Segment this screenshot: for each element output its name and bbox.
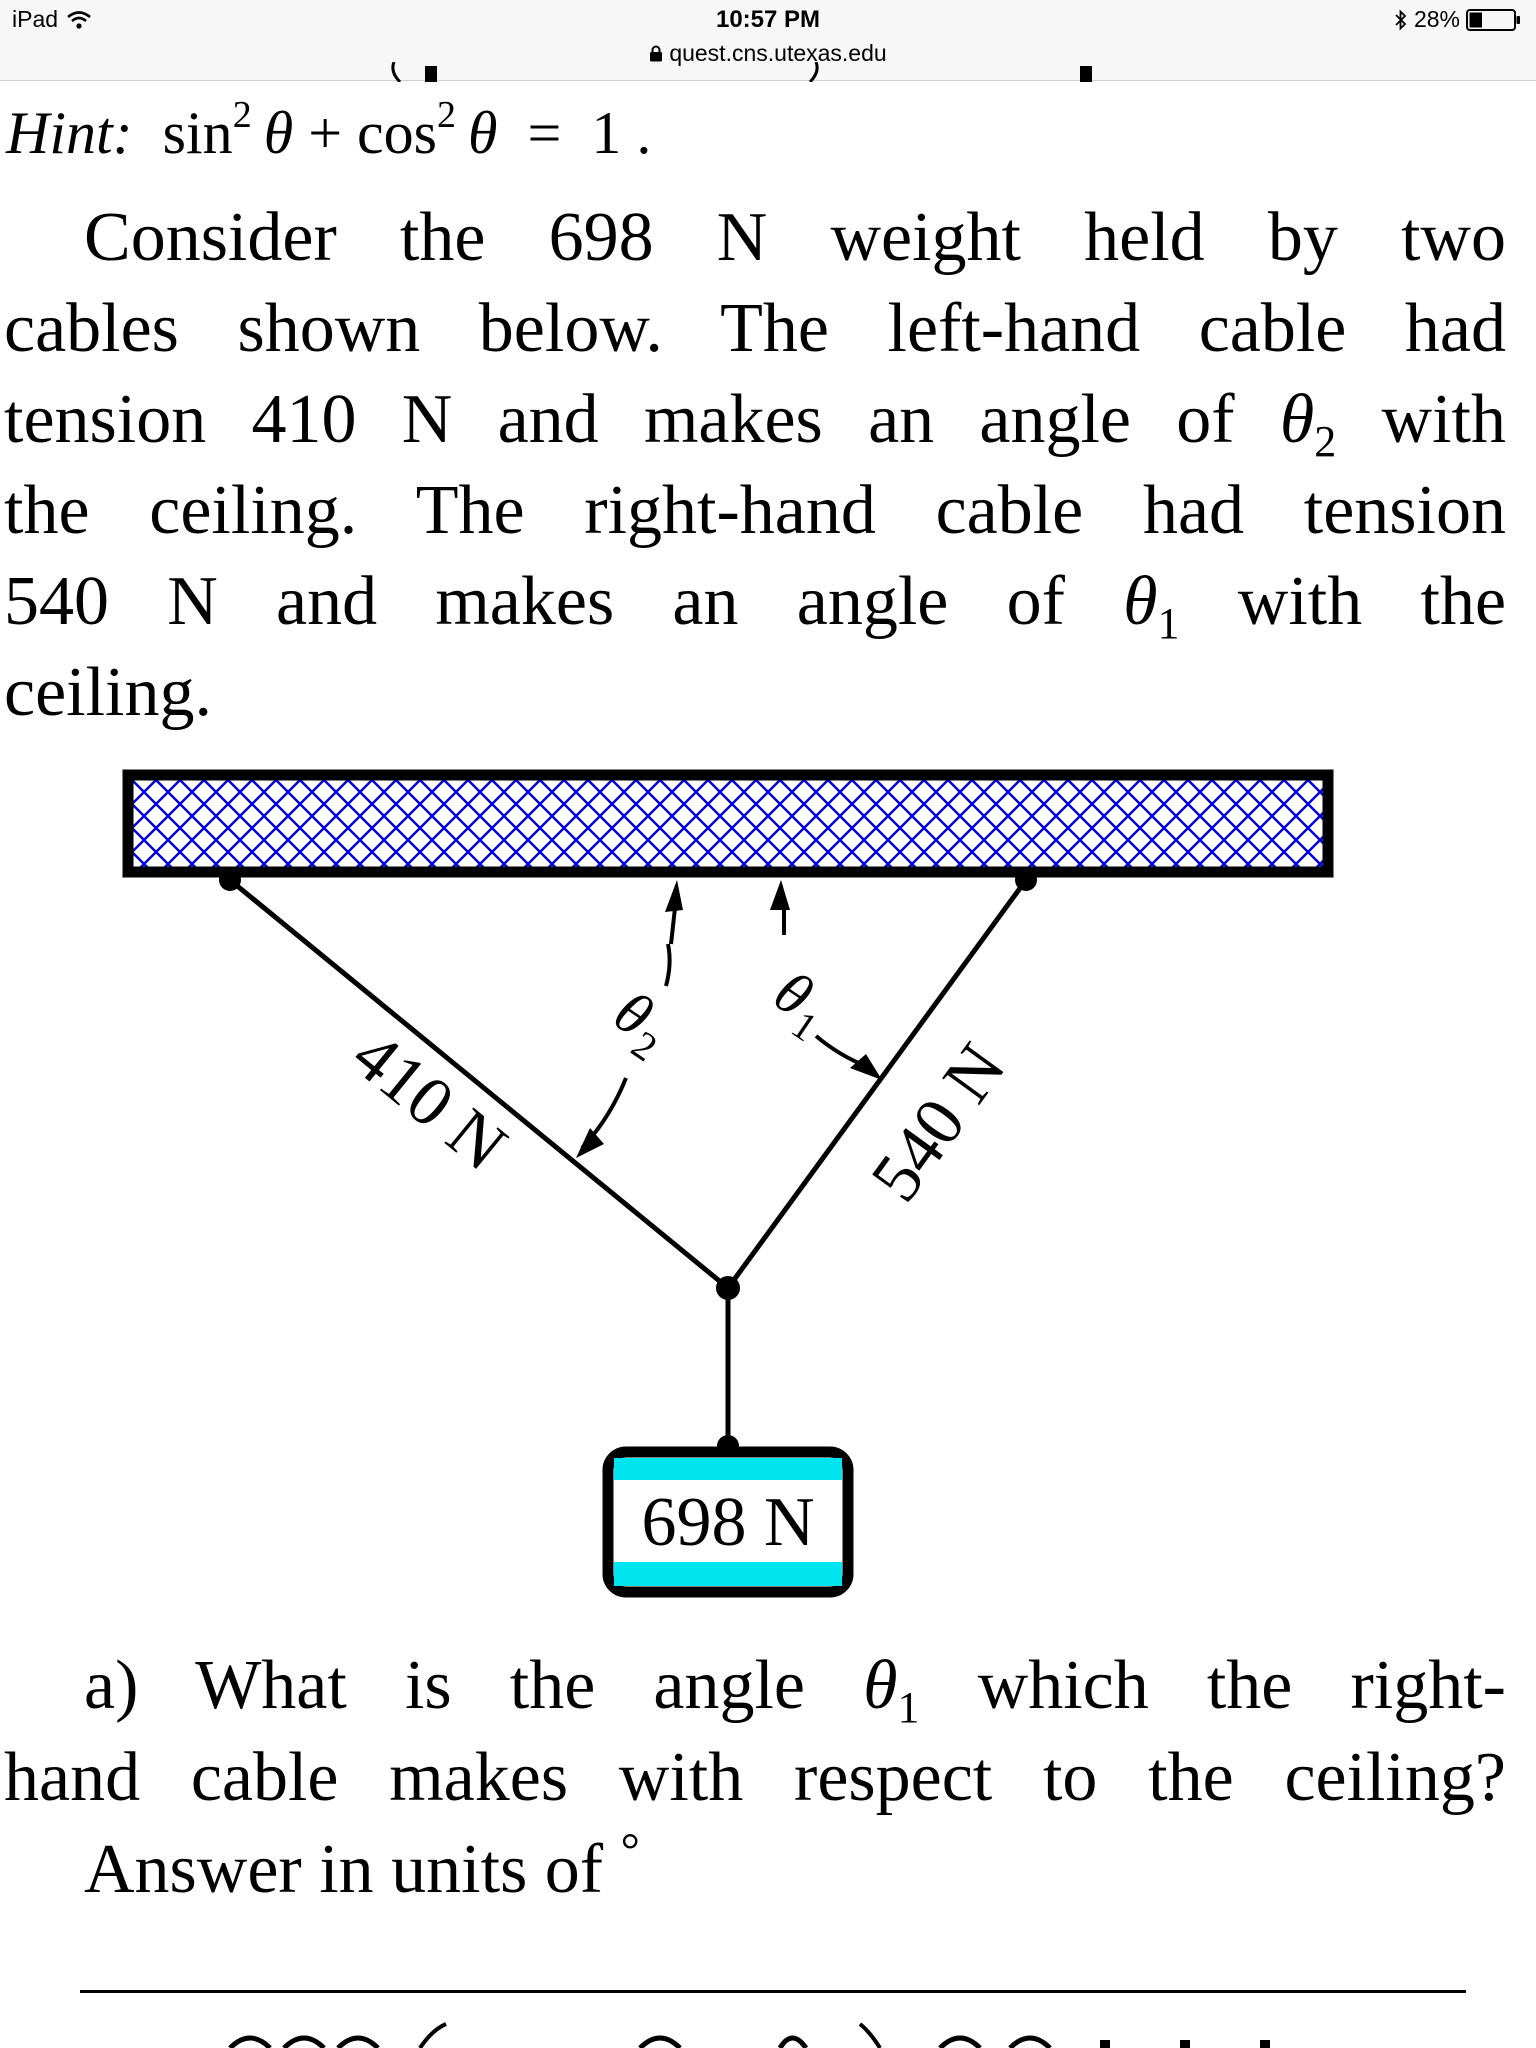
left-cable	[228, 878, 730, 1290]
theta2-label: θ 2	[603, 978, 666, 1070]
right-cable	[725, 878, 1029, 1290]
status-right: 28%	[1394, 6, 1522, 33]
device-name: iPad	[12, 6, 59, 32]
hint-equals: =	[527, 100, 562, 166]
problem-line-5: 540 N and makes an angle of θ1 with the	[4, 556, 1506, 647]
question-line-3: Answer in units of °	[4, 1824, 1506, 1916]
status-left: iPad	[12, 6, 92, 33]
theta2-angle-marker	[576, 880, 683, 1158]
question-theta1-sub: 1	[897, 1683, 920, 1732]
battery-icon	[1466, 8, 1520, 31]
problem-theta1-sub: 1	[1157, 599, 1180, 648]
hint-exp2: 2	[437, 94, 457, 136]
problem-theta2-sub: 2	[1314, 417, 1337, 466]
hint-theta2: θ	[468, 100, 498, 166]
question-line-2: hand cable makes with respect to the cei…	[4, 1739, 1506, 1816]
hint-cos: cos	[357, 100, 438, 166]
problem-line-3a: tension 410 N and makes an angle of	[4, 381, 1235, 458]
problem-line-3: tension 410 N and makes an angle of θ2 w…	[4, 374, 1506, 465]
clipped-next-line	[228, 2022, 1270, 2048]
problem-line-2: cables shown below. The left-hand cable …	[4, 290, 1506, 367]
problem-theta1: θ	[1123, 563, 1158, 640]
problem-line-3c: with	[1381, 381, 1506, 458]
problem-line-5c: with the	[1237, 563, 1507, 640]
right-tension-label: 540 N	[857, 1030, 1021, 1215]
degree-symbol: °	[620, 1824, 640, 1877]
ceiling	[122, 769, 1334, 878]
question-line-1: a) What is the angle θ1 which the right-	[4, 1640, 1506, 1732]
hint-rhs: 1 .	[591, 100, 652, 166]
problem-line-4: the ceiling. The right-hand cable had te…	[4, 472, 1506, 549]
weight-label: 698 N	[641, 1484, 814, 1561]
question-a: a) What is the angle θ1 which the right-…	[4, 1640, 1506, 1916]
bluetooth-icon	[1395, 8, 1407, 31]
problem-theta2: θ	[1279, 381, 1315, 458]
lock-icon	[650, 45, 663, 62]
theta1-angle-marker	[770, 880, 882, 1080]
hint-sin: sin	[162, 100, 233, 166]
hint-theta1: θ	[263, 100, 294, 166]
question-line-3a: Answer in units of	[84, 1831, 604, 1908]
hint-exp1: 2	[232, 94, 252, 136]
question-line-1a: a) What is the angle	[84, 1647, 805, 1724]
problem-line-6: ceiling.	[4, 654, 212, 731]
question-line-1c: which the right-	[977, 1647, 1506, 1724]
problem-line-1: Consider the 698 N weight held by two	[84, 199, 1506, 276]
hint-label: Hint:	[6, 100, 133, 166]
hint-plus: +	[308, 100, 343, 166]
weight-block: 698 N	[602, 1446, 854, 1598]
problem-statement: Consider the 698 N weight held by two ca…	[4, 192, 1506, 738]
battery-percent: 28%	[1413, 6, 1460, 32]
status-bar: iPad 10:57 PM quest.cns.utexas.edu 28%	[0, 0, 1536, 81]
url-text: quest.cns.utexas.edu	[669, 40, 887, 66]
junction-dot	[716, 1276, 740, 1300]
clipped-previous-line	[391, 62, 1092, 82]
address-bar[interactable]: quest.cns.utexas.edu	[0, 40, 1536, 67]
hint-equation: Hint: sin2 θ + cos2 θ = 1 .	[6, 96, 651, 163]
wifi-icon	[67, 10, 91, 29]
question-theta1: θ	[863, 1647, 898, 1724]
cable-diagram: 410 N 540 N θ 2 θ 1 698 N	[122, 769, 1334, 1598]
right-anchor-dot	[1015, 869, 1037, 891]
theta1-label: θ 1	[763, 958, 826, 1050]
left-anchor-dot	[219, 869, 241, 891]
status-time: 10:57 PM	[715, 6, 821, 33]
answer-separator	[80, 1990, 1466, 1993]
problem-line-5a: 540 N and makes an angle of	[4, 563, 1065, 640]
